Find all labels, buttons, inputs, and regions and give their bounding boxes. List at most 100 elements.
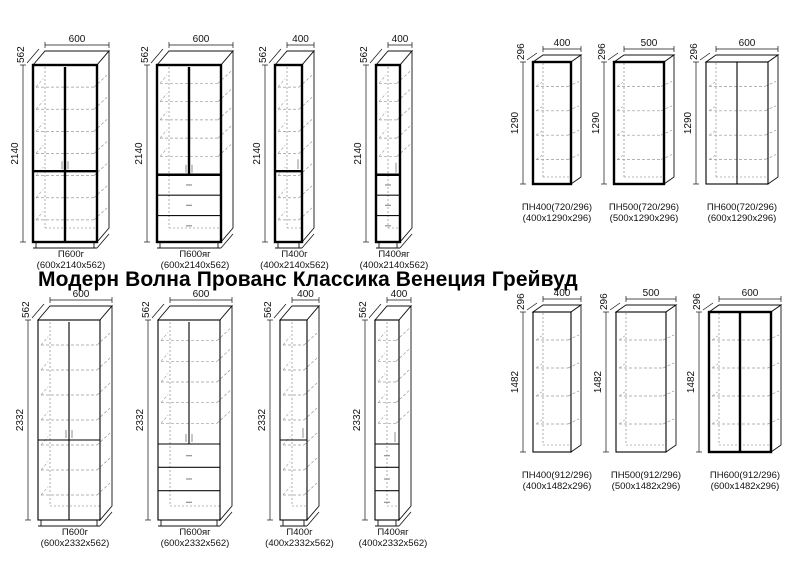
model-name-label: П400г bbox=[286, 527, 313, 538]
dimension-line bbox=[609, 302, 621, 311]
shelf-line bbox=[567, 418, 580, 425]
shelf-line bbox=[216, 349, 231, 362]
shelf-line bbox=[303, 407, 318, 421]
shelf-line bbox=[277, 100, 286, 110]
front-face bbox=[374, 319, 400, 521]
shelf-line bbox=[282, 336, 291, 346]
shelf-line bbox=[277, 189, 286, 198]
front-face bbox=[279, 319, 308, 521]
shelf-line bbox=[96, 482, 111, 496]
model-name-label: П600г bbox=[58, 249, 85, 260]
shelf-line bbox=[535, 363, 543, 369]
shelf-line bbox=[567, 362, 580, 369]
height-dimension-label: 2332 bbox=[257, 408, 268, 431]
side-face bbox=[399, 49, 413, 244]
dimension-line bbox=[526, 302, 538, 311]
shelf-line bbox=[303, 357, 318, 371]
depth-dimension-label: 296 bbox=[599, 293, 610, 310]
shelf-line bbox=[616, 155, 624, 160]
plinth-line bbox=[399, 233, 413, 249]
shelf-line bbox=[160, 332, 169, 341]
shelf-line bbox=[378, 74, 387, 84]
side-face bbox=[570, 304, 582, 453]
shelf-line bbox=[96, 382, 111, 396]
dimension-line bbox=[151, 303, 165, 319]
shelf-line bbox=[40, 461, 49, 471]
model-size-label: (400x1482x296) bbox=[523, 481, 592, 492]
shelf-line bbox=[35, 211, 44, 221]
model-size-label: (600x1290x296) bbox=[708, 213, 777, 224]
height-dimension-label: 1482 bbox=[593, 370, 604, 393]
width-dimension-label: 400 bbox=[292, 34, 309, 45]
height-dimension-label: 2332 bbox=[352, 408, 363, 431]
top-face bbox=[32, 50, 110, 66]
side-face bbox=[767, 54, 779, 185]
width-dimension-label: 600 bbox=[739, 38, 756, 49]
model-size-label: (500x1290x296) bbox=[610, 213, 679, 224]
front-face bbox=[531, 60, 573, 186]
model-name-label: ПН500(912/296) bbox=[611, 470, 681, 481]
shelf-line bbox=[35, 100, 44, 110]
model-name-label: П600г bbox=[62, 527, 89, 538]
side-face bbox=[398, 304, 412, 522]
shelf-line bbox=[618, 363, 626, 369]
shelf-line bbox=[711, 419, 719, 425]
shelf-line bbox=[40, 436, 49, 446]
depth-dimension-label: 562 bbox=[358, 301, 369, 318]
shelf-line bbox=[708, 81, 716, 87]
plinth-line bbox=[219, 511, 233, 527]
shelf-line bbox=[567, 390, 580, 397]
plinth-line bbox=[306, 511, 320, 527]
model-name-label: П600яг bbox=[179, 527, 211, 538]
shelf-line bbox=[378, 92, 387, 102]
depth-dimension-label: 562 bbox=[140, 46, 151, 63]
shelf-line bbox=[662, 362, 675, 369]
shelf-line bbox=[662, 418, 675, 425]
depth-dimension-label: 562 bbox=[258, 46, 269, 63]
side-face bbox=[219, 304, 233, 522]
front-face bbox=[273, 63, 304, 244]
shelf-line bbox=[535, 419, 543, 425]
height-dimension-label: 2332 bbox=[135, 408, 146, 431]
model-size-label: (400x2332x562) bbox=[359, 538, 428, 549]
model-name-label: П400г bbox=[281, 249, 308, 260]
depth-dimension-label: 296 bbox=[689, 43, 700, 60]
depth-dimension-label: 562 bbox=[263, 301, 274, 318]
shelf-line bbox=[282, 436, 291, 446]
shelf-line bbox=[618, 335, 626, 341]
model-name-label: ПН400(912/296) bbox=[522, 470, 592, 481]
width-dimension-label: 400 bbox=[392, 34, 409, 45]
shelf-line bbox=[395, 328, 410, 341]
shelf-line bbox=[35, 78, 44, 88]
shelf-line bbox=[378, 147, 387, 157]
shelf-line bbox=[616, 130, 624, 136]
shelf-line bbox=[395, 411, 410, 424]
shelf-line bbox=[764, 81, 777, 87]
shelf-line bbox=[277, 211, 286, 221]
dimension-line bbox=[607, 52, 619, 61]
top-face bbox=[704, 54, 780, 63]
height-dimension-label: 1482 bbox=[510, 370, 521, 393]
shelf-line bbox=[40, 361, 49, 371]
shelf-line bbox=[303, 432, 318, 446]
model-size-label: (500x1482x296) bbox=[612, 481, 681, 492]
shelf-line bbox=[708, 106, 716, 112]
shelf-line bbox=[395, 390, 410, 403]
shelf-line bbox=[377, 352, 386, 362]
plinth-line bbox=[301, 233, 315, 249]
shelf-line bbox=[159, 147, 168, 157]
shelf-line bbox=[535, 391, 543, 397]
shelf-line bbox=[40, 386, 49, 396]
shelf-line bbox=[40, 411, 49, 421]
side-face bbox=[663, 54, 675, 185]
shelf-line bbox=[303, 482, 318, 496]
dimension-line bbox=[268, 48, 282, 64]
shelf-line bbox=[35, 189, 44, 198]
height-dimension-label: 2140 bbox=[252, 142, 263, 165]
shelf-line bbox=[711, 391, 719, 397]
shelf-line bbox=[160, 414, 169, 424]
height-dimension-label: 1290 bbox=[683, 111, 694, 134]
